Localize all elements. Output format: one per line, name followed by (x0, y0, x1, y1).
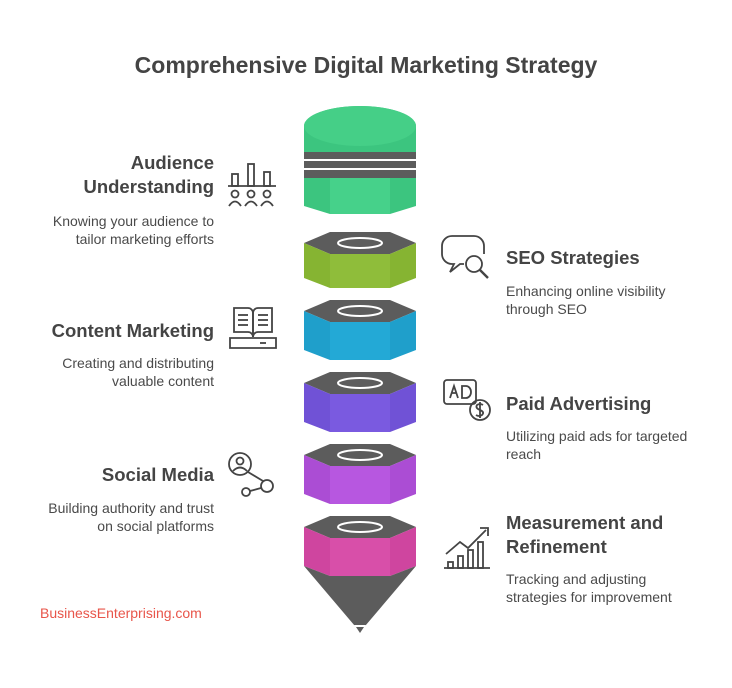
audience-chart-icon (228, 163, 276, 207)
segment-paid (304, 372, 416, 432)
audience-heading: Audience Understanding (40, 151, 214, 199)
seo-desc-line1: Enhancing online visibility (506, 283, 666, 299)
measurement-heading: Measurement and Refinement (506, 511, 716, 559)
content-desc-line1: Creating and distributing (62, 355, 214, 371)
audience-heading-line2: Understanding (83, 176, 214, 197)
book-icon (229, 307, 277, 349)
social-desc-line2: on social platforms (97, 518, 214, 534)
measurement-desc-line2: strategies for improvement (506, 589, 672, 605)
segment-measurement (304, 516, 416, 634)
pencil-tip (304, 566, 416, 632)
search-chat-icon (441, 235, 489, 279)
content-heading: Content Marketing (51, 320, 214, 341)
paid-desc-line1: Utilizing paid ads for targeted (506, 428, 688, 444)
ad-dollar-icon (443, 379, 491, 421)
measurement-desc: Tracking and adjusting strategies for im… (506, 570, 726, 606)
content-desc-line2: valuable content (112, 373, 214, 389)
seo-desc-line2: through SEO (506, 301, 587, 317)
credit-link[interactable]: BusinessEnterprising.com (40, 605, 202, 621)
paid-desc: Utilizing paid ads for targeted reach (506, 427, 726, 463)
growth-chart-icon (444, 527, 490, 569)
audience-heading-line1: Audience (130, 152, 214, 173)
segment-seo (304, 232, 416, 288)
social-network-icon (228, 452, 274, 497)
segment-social (304, 444, 416, 504)
segment-audience (304, 106, 416, 214)
measurement-heading-line1: Measurement and (506, 512, 664, 533)
audience-desc-line2: tailor marketing efforts (75, 231, 214, 247)
measurement-desc-line1: Tracking and adjusting (506, 571, 647, 587)
paid-desc-line2: reach (506, 446, 542, 462)
seo-desc: Enhancing online visibility through SEO (506, 282, 716, 318)
seo-heading: SEO Strategies (506, 247, 640, 268)
paid-heading: Paid Advertising (506, 393, 652, 414)
audience-desc: Knowing your audience to tailor marketin… (20, 212, 214, 248)
audience-desc-line1: Knowing your audience to (52, 213, 214, 229)
content-desc: Creating and distributing valuable conte… (20, 354, 214, 390)
social-heading: Social Media (101, 464, 214, 485)
segment-content (304, 300, 416, 360)
page-title: Comprehensive Digital Marketing Strategy (134, 52, 598, 78)
social-desc-line1: Building authority and trust (48, 500, 214, 516)
measurement-heading-line2: Refinement (506, 536, 607, 557)
social-desc: Building authority and trust on social p… (20, 499, 214, 535)
